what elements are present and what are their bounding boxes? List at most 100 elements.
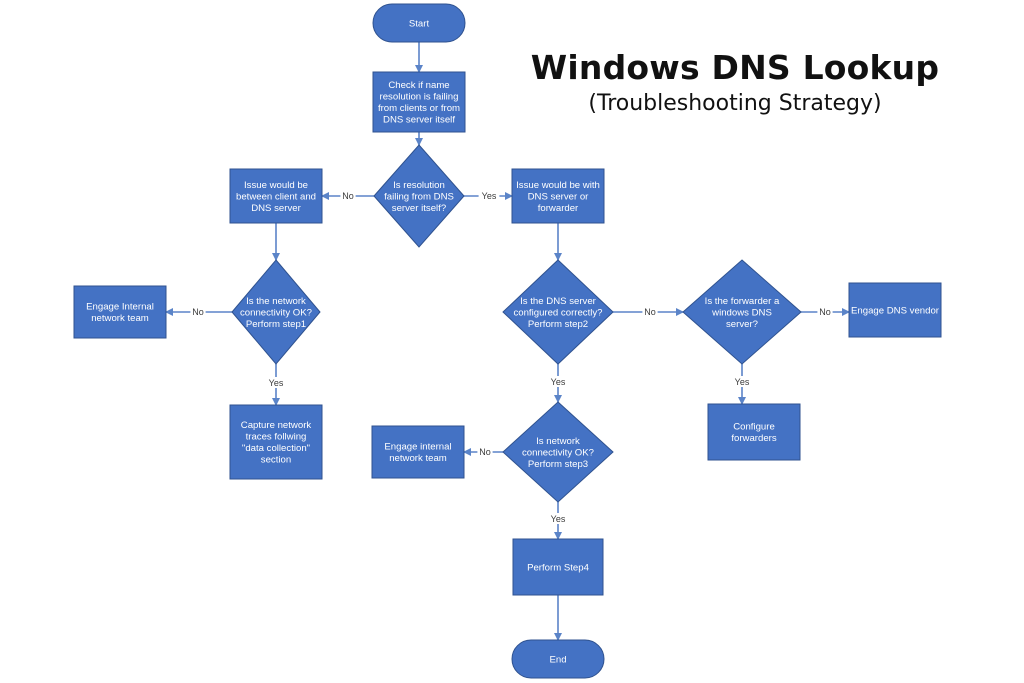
dns-config-label-line: Perform step2	[528, 319, 588, 330]
edge-decision-no-label: No	[342, 191, 354, 201]
dns-config-label-line: configured correctly?	[513, 307, 602, 318]
end-shape	[511, 639, 605, 679]
net-ok1-label-line: Is the network	[246, 296, 306, 307]
edge-netok1-yes-label: Yes	[269, 378, 284, 388]
edge-netok3-no-label: No	[479, 447, 491, 457]
server-issue-label-line: Issue would be with	[516, 180, 600, 191]
capture-label-line: traces follwing	[246, 432, 307, 443]
edge-dnsconfig-yes-label-bg	[547, 376, 569, 387]
edge-dnsconfig-no: No	[613, 306, 684, 317]
net-ok1-label-line: Perform step1	[246, 319, 306, 330]
edge-dnsconfig-no-label-bg	[642, 306, 658, 317]
edge-netok1-yes: Yes	[265, 364, 287, 406]
diagram-subtitle: (Troubleshooting Strategy)	[588, 91, 882, 116]
net-ok1-shape	[231, 259, 321, 365]
check-label-line: from clients or from	[378, 103, 460, 114]
server-issue-label-line: forwarder	[538, 203, 579, 214]
edge-forwarder-no-label-bg	[817, 306, 833, 317]
capture-label-line: Capture network	[241, 420, 312, 431]
config-fwd-label-line: Configure	[733, 422, 775, 433]
net-ok3-label-line: Is network	[536, 436, 580, 447]
forwarder-q-label-line: windows DNS	[711, 307, 772, 318]
forwarder-q-label-line: Is the forwarder a	[705, 296, 780, 307]
engage-net1-label-line: network team	[91, 313, 149, 324]
engage-net2-label-line: network team	[389, 453, 447, 464]
decision-server-label-line: Is resolution	[393, 180, 445, 191]
server-issue-label-line: DNS server or	[528, 191, 590, 202]
edge-netok3-no-label-bg	[477, 446, 493, 457]
edge-netok3-yes: Yes	[547, 502, 569, 540]
edge-netok3-yes-label-bg	[547, 513, 569, 524]
edge-dnsconfig-yes: Yes	[547, 364, 569, 403]
config-fwd-label-line: forwarders	[731, 433, 777, 444]
check-shape	[372, 71, 466, 133]
engage-net2-label-line: Engage internal	[384, 442, 451, 453]
engage-vendor-label-line: Engage DNS vendor	[851, 305, 940, 316]
check-label-line: resolution is failing	[380, 92, 459, 103]
edge-netok3-yes-label: Yes	[551, 514, 566, 524]
check-label-line: DNS server itself	[383, 115, 455, 126]
forwarder-q-shape	[682, 259, 802, 365]
edge-forwarder-yes-label-bg	[731, 376, 753, 387]
node-step4: Perform Step4	[512, 538, 604, 596]
dns-config-shape	[502, 259, 614, 365]
client-issue-label-line: Issue would be	[244, 180, 308, 191]
engage-net1-label-line: Engage Internal	[86, 302, 154, 313]
edge-decision-yes-label: Yes	[482, 191, 497, 201]
edge-forwarder-yes: Yes	[731, 364, 753, 405]
edge-dnsconfig-no-label: No	[644, 307, 656, 317]
client-issue-label-line: DNS server	[251, 203, 301, 214]
edge-dnsconfig-yes-label: Yes	[551, 377, 566, 387]
edge-netok3-no: No	[463, 446, 503, 457]
step4-shape	[512, 538, 604, 596]
start-label-line: Start	[409, 18, 430, 29]
edge-decision-no-label-bg	[340, 190, 356, 201]
client-issue-label-line: between client and	[236, 191, 316, 202]
edge-decision-no: No	[321, 190, 374, 201]
config-fwd-shape	[707, 403, 801, 461]
capture-label-line: "data collection"	[242, 443, 310, 454]
edge-forwarder-yes-label: Yes	[735, 377, 750, 387]
check-label-line: Check if name	[388, 80, 449, 91]
dns-config-label-line: Is the DNS server	[520, 296, 597, 307]
decision-server-label-line: failing from DNS	[384, 191, 454, 202]
edge-netok1-no: No	[165, 306, 232, 317]
decision-server-shape	[373, 144, 465, 248]
edge-netok1-no-label: No	[192, 307, 204, 317]
capture-shape	[229, 404, 323, 480]
edge-decision-yes-label-bg	[478, 190, 500, 201]
edge-decision-yes: Yes	[464, 190, 513, 201]
engage-net1-shape	[73, 285, 167, 339]
edge-netok1-no-label-bg	[190, 306, 206, 317]
start-shape	[372, 3, 466, 43]
edge-netok1-yes-label-bg	[265, 377, 287, 388]
client-issue-shape	[229, 168, 323, 224]
diagram-title: Windows DNS Lookup	[530, 48, 940, 87]
step4-label-line: Perform Step4	[527, 562, 590, 573]
server-issue-shape	[511, 168, 605, 224]
net-ok3-label-line: connectivity OK?	[522, 447, 594, 458]
net-ok3-shape	[502, 401, 614, 503]
capture-label-line: section	[261, 455, 291, 466]
edge-forwarder-no: No	[801, 306, 850, 317]
node-engage-vendor: Engage DNS vendor	[848, 282, 942, 338]
title-block: Windows DNS Lookup (Troubleshooting Stra…	[520, 48, 950, 116]
edge-forwarder-no-label: No	[819, 307, 831, 317]
forwarder-q-label-line: server?	[726, 319, 758, 330]
decision-server-label-line: server itself?	[392, 203, 446, 214]
engage-net2-shape	[371, 425, 465, 479]
end-label-line: End	[549, 654, 566, 665]
node-start: Start	[372, 3, 466, 43]
